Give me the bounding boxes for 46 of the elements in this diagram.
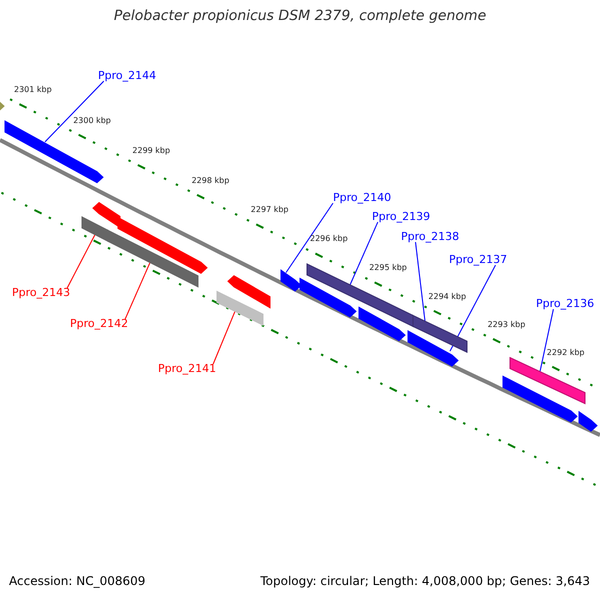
gene-label: Ppro_2137 [449,254,508,266]
gene-block [227,275,270,309]
gene-block [108,229,198,288]
leader-line [415,242,426,322]
gene-label: Ppro_2143 [12,287,70,300]
scale-label: 2300 kbp [73,116,111,126]
map-title: Pelobacter propionicus DSM 2379, complete genome [112,9,488,24]
gene-block [118,216,208,274]
leader-line [212,310,236,364]
gene-block [92,202,120,228]
leader-line [450,264,496,352]
accession-text: Accession: NC_008609 [9,575,146,588]
gene-label: Ppro_2139 [372,211,430,224]
scale-label: 2295 kbp [369,264,407,273]
gene-block [358,306,406,342]
scale-label: 2292 kbp [546,348,584,358]
scale-label: 2296 kbp [310,235,348,244]
gene-block [300,278,357,318]
scale-label: 2301 kbp [14,86,52,95]
scale-label: 2299 kbp [132,146,170,156]
gene-label: Ppro_2138 [401,231,460,244]
scale-label: 2298 kbp [192,176,230,186]
gene-block [306,263,414,328]
gene-label: Ppro_2144 [98,70,156,82]
gene-label: Ppro_2140 [333,192,392,204]
leader-line [44,80,104,142]
scale-label: 2294 kbp [428,292,466,302]
gene-label: Ppro_2142 [70,318,128,330]
gene-block [82,216,108,242]
leader-line [286,202,334,274]
gene-block [280,269,302,292]
gene-block [408,330,459,367]
gene-block [502,375,578,422]
leader-line [124,262,150,320]
leader-line [66,234,96,288]
leader-line [350,222,378,286]
gene-label: Ppro_2136 [536,298,594,310]
gene-block [578,410,598,432]
scale-label: 2297 kbp [250,206,288,215]
gene-block [510,356,586,404]
genome-summary-text: Topology: circular; Length: 4,008,000 bp; Genes: 3,643 [260,575,590,588]
gene-block [216,290,264,326]
gene-block [412,314,468,353]
leader-line [540,308,554,372]
gene-label: Ppro_2141 [158,363,216,376]
scale-label: 2293 kbp [488,320,526,330]
